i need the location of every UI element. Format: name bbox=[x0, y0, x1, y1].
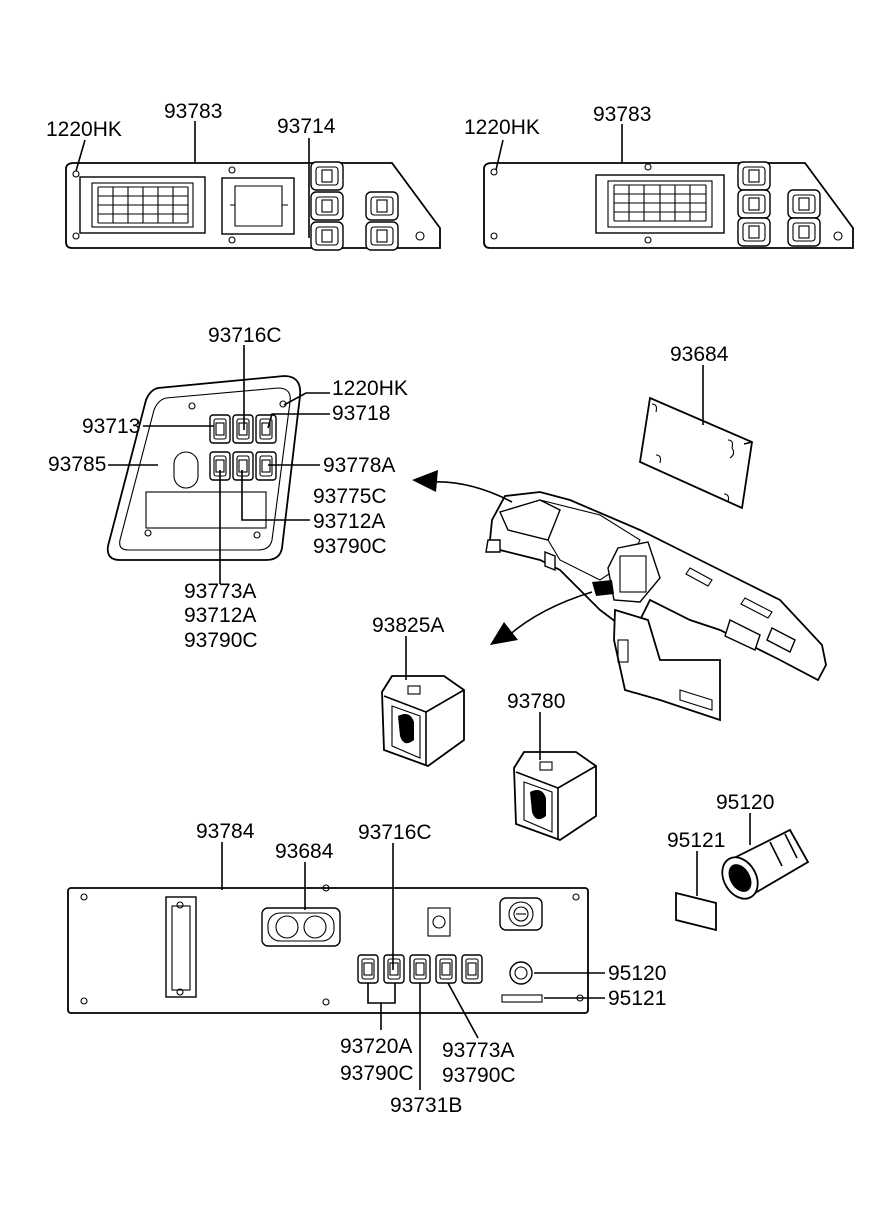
dashboard-assembly-icon bbox=[485, 491, 827, 722]
square-socket-icon bbox=[427, 907, 451, 937]
gauge-window-icon bbox=[221, 177, 295, 235]
part-number-label: 1220HK bbox=[464, 116, 540, 139]
part-number-label: 93716C bbox=[358, 821, 432, 844]
cover-plate-icon bbox=[261, 907, 341, 947]
lighter-label-icon bbox=[675, 891, 717, 932]
part-number-label: 93684 bbox=[275, 840, 334, 863]
part-number-label: 93720A bbox=[340, 1035, 412, 1058]
part-number-label: 93773A bbox=[442, 1039, 514, 1062]
part-number-label: 95121 bbox=[608, 987, 666, 1010]
grid-display-icon bbox=[79, 176, 206, 234]
part-number-label: 93783 bbox=[593, 103, 651, 126]
part-number-label: 93790C bbox=[442, 1064, 516, 1087]
part-number-label: 93785 bbox=[48, 453, 106, 476]
part-number-label: 93712A bbox=[313, 510, 385, 533]
arrow-icon bbox=[490, 591, 593, 645]
part-number-label: 93790C bbox=[313, 535, 387, 558]
part-number-label: 93731B bbox=[390, 1094, 462, 1117]
label-slot-icon bbox=[501, 994, 543, 1003]
rocker-switch-icon bbox=[513, 751, 597, 842]
part-number-label: 1220HK bbox=[46, 118, 122, 141]
instrument-panel-2 bbox=[483, 161, 854, 249]
grid-display-icon bbox=[595, 174, 725, 234]
part-number-label: 93775C bbox=[313, 485, 387, 508]
switch-panel-3 bbox=[106, 375, 302, 561]
switch-panel-4 bbox=[67, 884, 589, 1014]
part-number-label: 93780 bbox=[507, 690, 565, 713]
part-number-label: 1220HK bbox=[332, 377, 408, 400]
cigarette-lighter-icon bbox=[721, 828, 810, 900]
arrow-icon bbox=[412, 470, 513, 503]
part-number-label: 93773A bbox=[184, 580, 256, 603]
rocker-switch-icon bbox=[381, 675, 465, 768]
part-number-label: 93714 bbox=[277, 115, 336, 138]
part-number-label: 93718 bbox=[332, 402, 390, 425]
cover-plate-icon bbox=[639, 396, 753, 510]
part-number-label: 93784 bbox=[196, 820, 255, 843]
lighter-socket-icon bbox=[509, 961, 533, 985]
part-number-label: 93783 bbox=[164, 100, 222, 123]
part-number-label: 95121 bbox=[667, 829, 725, 852]
part-number-label: 93825A bbox=[372, 614, 444, 637]
part-number-label: 93713 bbox=[82, 415, 140, 438]
part-number-label: 93684 bbox=[670, 343, 729, 366]
part-number-label: 95120 bbox=[608, 962, 666, 985]
instrument-panel-1 bbox=[65, 161, 441, 251]
part-number-label: 93778A bbox=[323, 454, 395, 477]
connector-icon bbox=[165, 896, 197, 998]
part-number-label: 93712A bbox=[184, 604, 256, 627]
part-number-label: 93716C bbox=[208, 324, 282, 347]
part-number-label: 95120 bbox=[716, 791, 774, 814]
part-number-label: 93790C bbox=[340, 1062, 414, 1085]
key-switch-icon bbox=[499, 897, 543, 931]
part-number-label: 93790C bbox=[184, 629, 258, 652]
